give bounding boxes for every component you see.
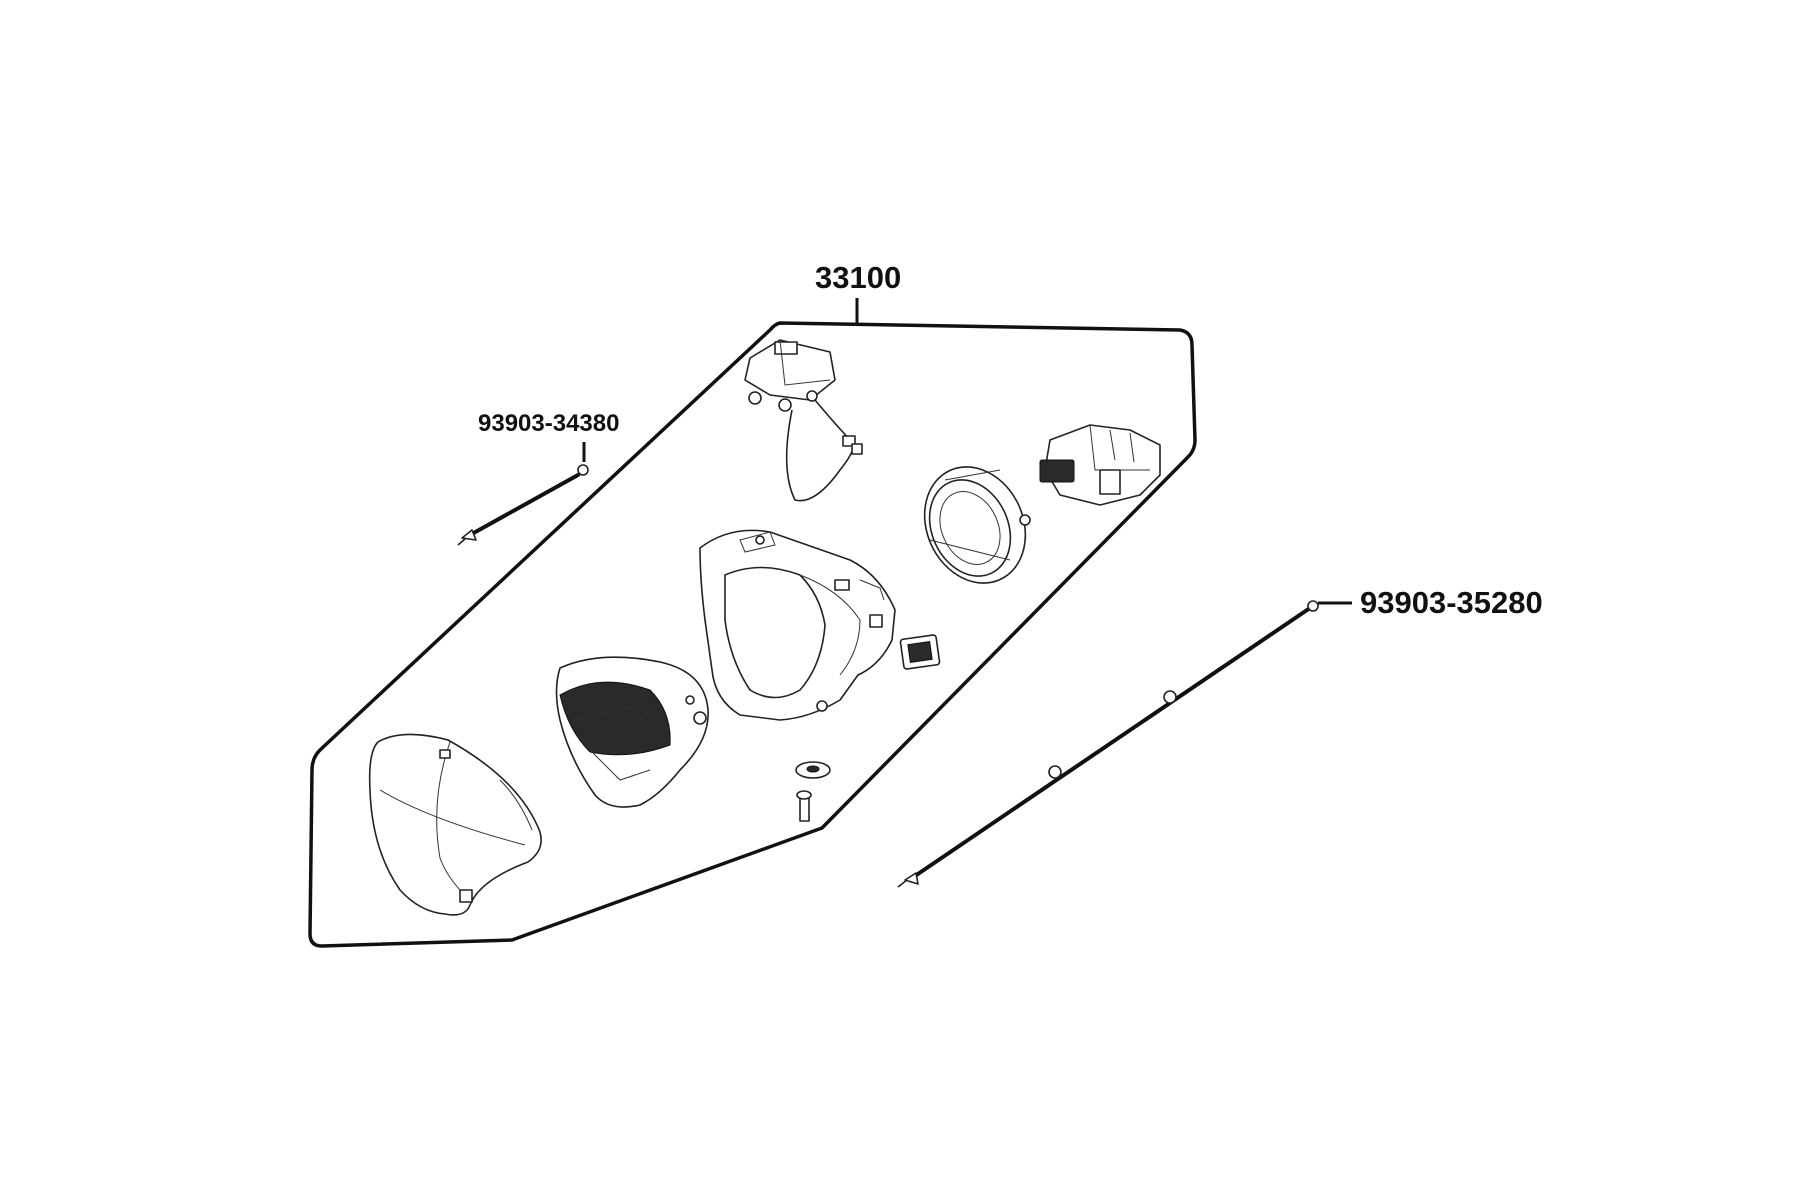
screw-right (897, 600, 1319, 888)
connector-harness (744, 339, 863, 502)
ballast-module (1039, 424, 1161, 506)
reflector (555, 656, 709, 808)
screw-left-number-label: 93903-34380 (478, 410, 619, 437)
gasket (899, 634, 941, 670)
washer (795, 761, 831, 779)
small-bolt (796, 790, 812, 822)
screw-right-number-label: 93903-35280 (1360, 585, 1543, 620)
screw-left (457, 464, 589, 546)
assembly-outline (308, 321, 1197, 948)
bulb-ring (923, 466, 1031, 584)
assembly-number-label: 33100 (815, 260, 901, 295)
headlight-lens (368, 733, 542, 916)
headlight-housing (699, 529, 896, 721)
